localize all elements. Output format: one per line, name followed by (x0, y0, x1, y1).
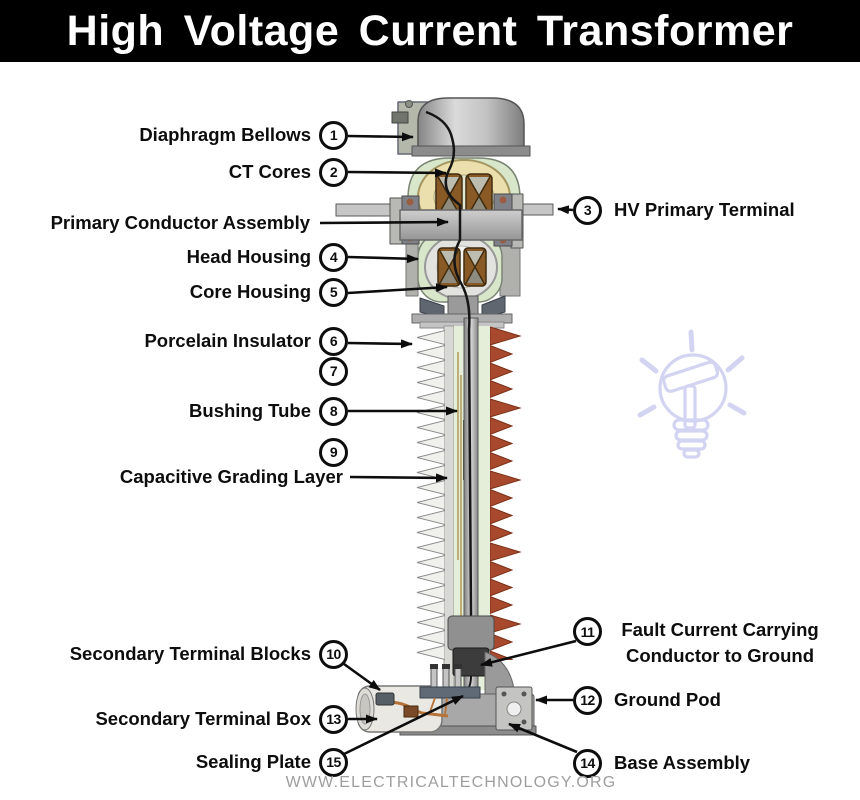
lightbulb-watermark-icon (637, 329, 747, 459)
leader-base-assembly (508, 722, 578, 754)
label-porcelain-insulator: Porcelain Insulator 6 (144, 326, 348, 356)
leader-lines (319, 132, 578, 756)
website-footer: WWW.ELECTRICALTECHNOLOGY.ORG (285, 774, 617, 791)
callout-3: 3 (573, 195, 602, 225)
callout-11: 11 (573, 617, 602, 646)
leader-fault-conductor (480, 639, 577, 667)
pipe-elbow-block (403, 705, 419, 718)
label-ground-pod: 12 Ground Pod (573, 685, 721, 715)
callout-1: 1 (319, 120, 348, 150)
cable-clamp (375, 692, 395, 706)
label-callout-9: 9 (319, 437, 348, 467)
label-secondary-terminal-blocks: Secondary Terminal Blocks 10 (70, 639, 348, 669)
leader-head-housing (347, 254, 419, 264)
callout-10: 10 (319, 639, 348, 669)
callout-8: 8 (319, 396, 348, 426)
label-secondary-terminal-box: Secondary Terminal Box 13 (95, 704, 348, 734)
callout-13: 13 (319, 704, 348, 734)
label-capacitive-grading-layer: Capacitive Grading Layer (119, 466, 343, 487)
ct-core-left-lower (437, 247, 461, 287)
label-sealing-plate: Sealing Plate 15 (196, 747, 348, 777)
label-base-assembly: 14 Base Assembly (573, 748, 750, 778)
leader-primary-conductor (319, 217, 449, 227)
leader-grading-layer (349, 473, 448, 483)
label-primary-conductor-assembly: Primary Conductor Assembly (50, 212, 310, 233)
label-fault-current-conductor: 11 Fault Current Carrying Conductor to G… (573, 617, 826, 669)
ct-core-right-lower (463, 247, 487, 287)
leader-hv-terminal (557, 205, 574, 215)
porcelain-sheds-left (414, 330, 445, 660)
diaphragm-bellows-housing (391, 97, 531, 157)
leader-terminal-blocks (343, 662, 381, 692)
title-bar: High Voltage Current Transformer (0, 0, 860, 62)
silicone-sheds-right (490, 326, 522, 660)
label-bushing-tube: Bushing Tube 8 (189, 396, 348, 426)
label-head-housing: Head Housing 4 (187, 242, 348, 272)
leader-sealing-plate (343, 694, 464, 756)
leader-core-housing (347, 283, 448, 295)
base-assembly (355, 651, 537, 736)
leader-ct-cores (347, 168, 447, 178)
label-diaphragm-bellows: Diaphragm Bellows 1 (139, 120, 348, 150)
leader-diaphragm-bellows (347, 132, 414, 142)
porcelain-insulator-column (414, 317, 522, 691)
callout-7: 7 (319, 356, 348, 386)
callout-9: 9 (319, 437, 348, 467)
label-callout-7: 7 (319, 356, 348, 386)
callout-2: 2 (319, 157, 348, 187)
conductor-cylinder (447, 615, 495, 651)
label-ct-cores: CT Cores 2 (229, 157, 348, 187)
insulator-top-flange (411, 295, 513, 329)
leader-porcelain-insulator (347, 339, 413, 349)
current-transformer-graphic (335, 97, 554, 736)
callout-14: 14 (573, 748, 602, 778)
label-hv-primary-terminal: 3 HV Primary Terminal (573, 195, 795, 225)
callout-5: 5 (319, 277, 348, 307)
secondary-terminal-blocks (430, 664, 462, 689)
label-core-housing: Core Housing 5 (190, 277, 348, 307)
page-title: High Voltage Current Transformer (66, 6, 794, 55)
sealing-plate (419, 686, 481, 699)
ground-pod (495, 686, 533, 731)
callout-4: 4 (319, 242, 348, 272)
callout-6: 6 (319, 326, 348, 356)
callout-12: 12 (573, 685, 602, 715)
fault-current-conductor (425, 110, 473, 617)
callout-15: 15 (319, 747, 348, 777)
